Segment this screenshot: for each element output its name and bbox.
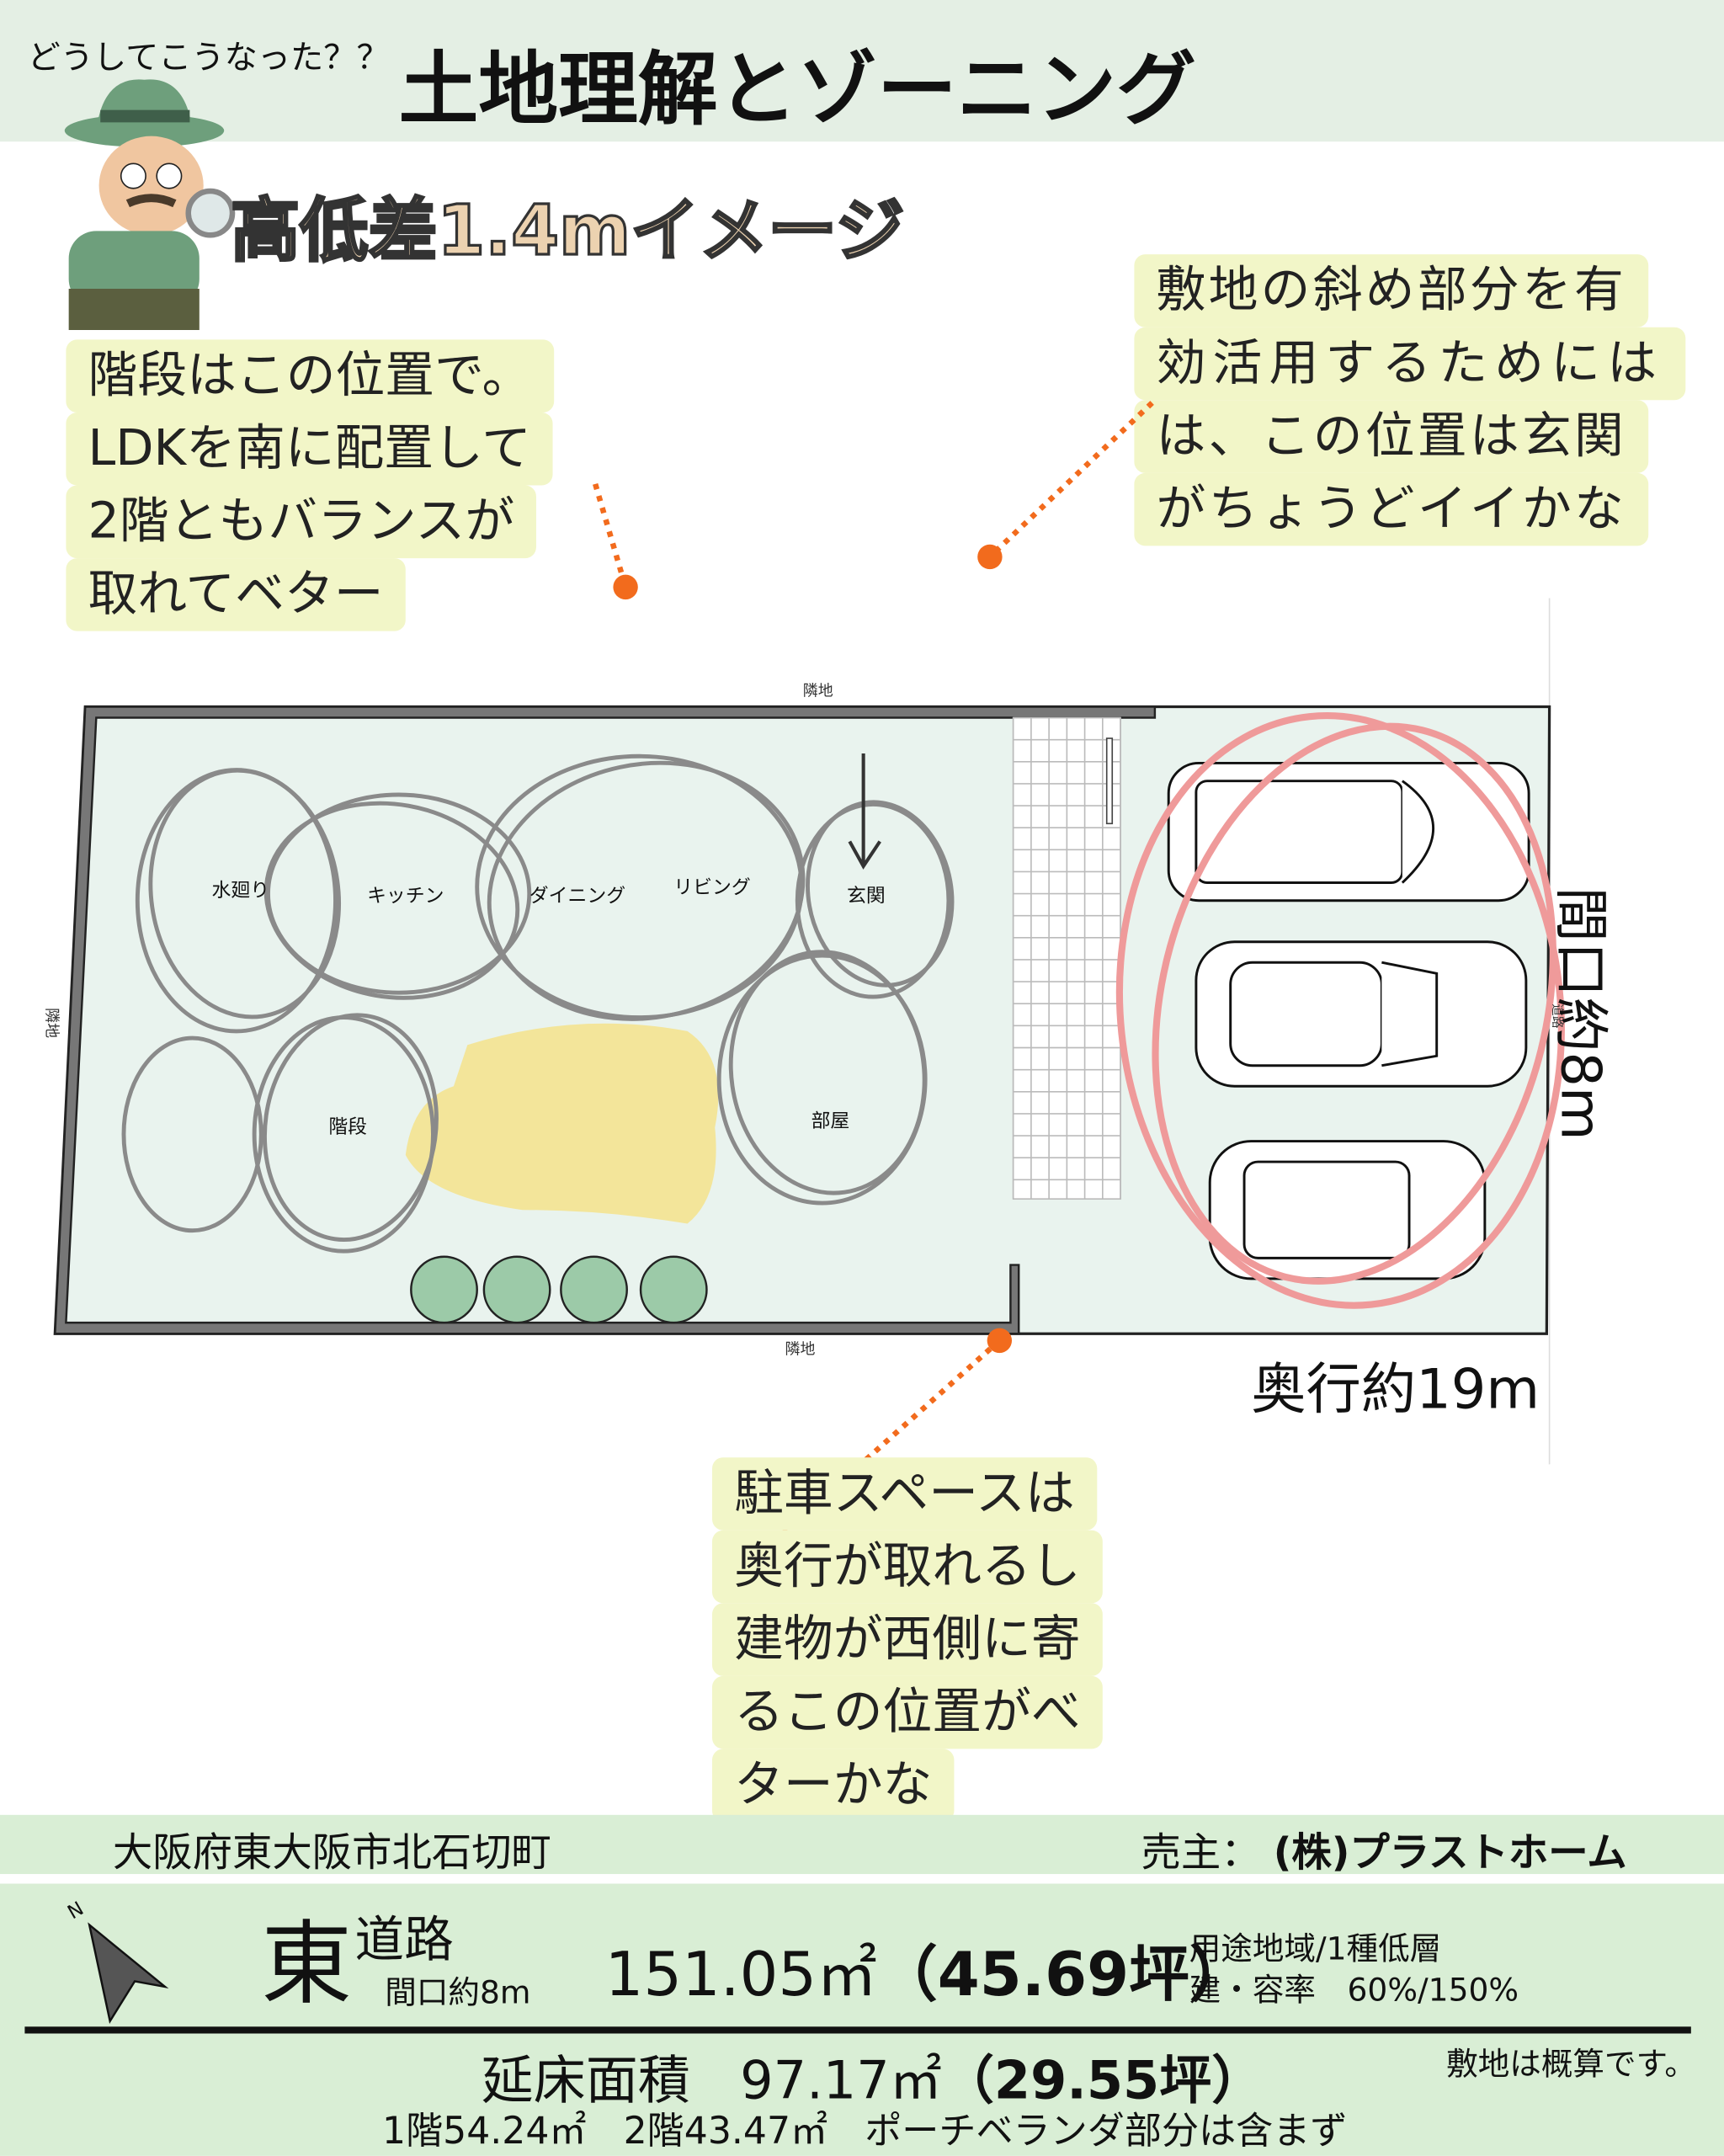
note-line: 建物が西側に寄 <box>711 1603 1103 1676</box>
building-wall <box>54 705 1157 1335</box>
note-parking: 駐車スペースは 奥行が取れるし 建物が西側に寄 るこの位置がべ ターかな <box>711 1457 1103 1822</box>
parking-circle <box>1115 712 1565 1309</box>
seller-name: (株)プラストホーム <box>1273 1829 1627 1876</box>
depth-label: 奥行約19m <box>1251 1358 1540 1422</box>
road-frontage: 間口約8m <box>385 1975 531 2012</box>
leader-line <box>593 482 629 588</box>
land-area-tsubo: （45.69坪） <box>876 1940 1250 2010</box>
note-line: LDKを南に配置して <box>66 412 554 486</box>
room-label-living: リビング <box>673 877 750 899</box>
page-title: 土地理解とゾーニング <box>398 42 1196 136</box>
note-line: ターかな <box>711 1749 955 1822</box>
address-band <box>0 1814 1724 1875</box>
entrance-arrow-icon <box>848 753 881 870</box>
parked-cars <box>1167 761 1530 1280</box>
note-line: 敷地の斜め部分を有 <box>1134 254 1649 327</box>
divider <box>24 2026 1691 2034</box>
section-heading: 高低差1.4mイメージ <box>230 189 906 272</box>
room-label-room: 部屋 <box>811 1110 850 1132</box>
note-line: 階段はこの位置で。 <box>66 339 554 413</box>
room-label-stairs: 階段 <box>328 1116 367 1138</box>
neighbor-label-bottom: 隣地 <box>785 1341 816 1359</box>
room-label-kitchen: キッチン <box>367 885 444 907</box>
note-line: がちょうどイイかな <box>1134 472 1649 546</box>
land-area-sqm: 151.05㎡ <box>604 1940 877 2010</box>
note-entrance: 敷地の斜め部分を有 効活用するためには は、この位置は玄関 がちょうどイイかな <box>1134 254 1686 546</box>
stairs-area <box>405 1023 719 1224</box>
neighbor-label-left: 隣地 <box>43 1008 61 1038</box>
floor-breakdown: 1階54.24㎡ 2階43.47㎡ ポーチベランダ部分は含まず <box>382 2110 1348 2153</box>
road-direction: 東 <box>261 1911 353 2017</box>
note-stairs: 階段はこの位置で。 LDKを南に配置して 2階ともバランスが 取れてベター <box>66 339 554 631</box>
floor-area: 延床面積 97.17㎡（29.55坪） <box>482 2037 1264 2113</box>
land-area: 151.05㎡（45.69坪） <box>605 1924 1250 2013</box>
note-line: は、この位置は玄関 <box>1134 400 1649 473</box>
floor-area-label: 延床面積 <box>481 2050 690 2111</box>
note-line: 効活用するためには <box>1134 327 1686 401</box>
building-ratio: 建・容率 60%/150% <box>1189 1972 1519 2010</box>
seller-label: 売主： <box>1141 1829 1261 1876</box>
marker-dot <box>987 1328 1013 1354</box>
shrubs <box>410 1255 708 1324</box>
road-label: 道路 <box>354 1912 454 1969</box>
compass-arrow-icon <box>88 1922 169 2025</box>
note-line: 2階ともバランスが <box>66 485 537 559</box>
note-line: 奥行が取れるし <box>711 1530 1103 1604</box>
neighbor-label-top: 隣地 <box>803 682 833 700</box>
note-line: 駐車スペースは <box>711 1457 1097 1530</box>
header-band <box>0 0 1724 142</box>
zoning: 用途地域/1種低層 <box>1189 1931 1442 1968</box>
marker-dot <box>977 544 1003 570</box>
address: 大阪府東大阪市北石切町 <box>112 1829 551 1876</box>
detective-illustration <box>64 79 236 330</box>
leader-line <box>987 401 1154 559</box>
road-label: 道路 <box>1551 1003 1565 1029</box>
header-subtitle: どうしてこうなった？？ <box>27 38 390 77</box>
approx-note: 敷地は概算です。 <box>1446 2047 1696 2084</box>
room-label-dining: ダイニング <box>529 885 625 907</box>
marker-dot <box>613 574 638 600</box>
floor-area-tsubo: （29.55坪） <box>941 2050 1264 2111</box>
seller: 売主： (株)プラストホーム <box>1141 1820 1627 1878</box>
room-label-entrance: 玄関 <box>847 885 886 907</box>
info-band <box>0 1883 1724 2156</box>
room-label-water: 水廻り <box>212 880 270 902</box>
floor-area-sqm: 97.17㎡ <box>740 2050 942 2111</box>
note-line: 取れてベター <box>66 558 406 631</box>
frontage-label: 間口約8m <box>1547 886 1612 1141</box>
note-line: るこの位置がべ <box>711 1675 1103 1749</box>
